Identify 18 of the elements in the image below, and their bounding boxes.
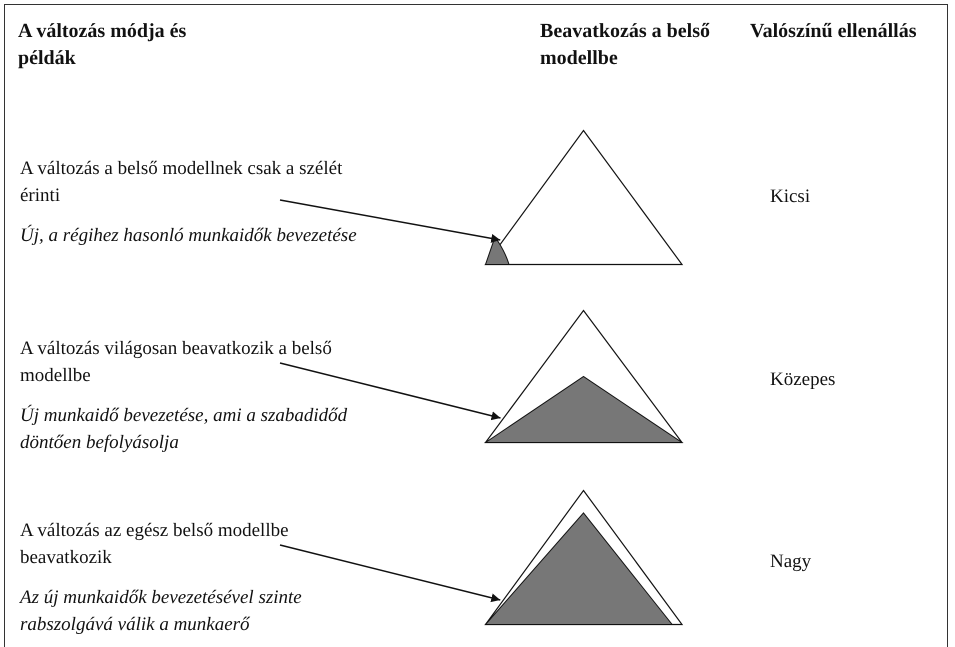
resistance-level: Kicsi [770, 185, 810, 209]
arrow [280, 362, 501, 420]
heading-text: A változás a belső modellnek csak a szélét érinti [20, 157, 344, 208]
heading-text: A változás világosan beavatkozik a belső modellbe [20, 337, 333, 388]
resistance-level: Nagy [770, 550, 812, 574]
resistance-level: Közepes [770, 368, 836, 392]
triangle-drawing [485, 310, 682, 443]
example-text: Új munkaidő bevezetése, ami a szabadidőd döntően befolyásolja [20, 404, 348, 455]
example-text: Az új munkaidők bevezetésével szinte rabszolgává válik a munkaerő [20, 586, 303, 637]
column-header: Valószínű ellenállás [750, 19, 918, 44]
triangle-drawing [485, 130, 682, 265]
arrow [280, 199, 500, 243]
column-header: Beavatkozás a belső modellbe [540, 19, 711, 71]
column-header: A változás módja és példák [18, 19, 188, 71]
heading-text: A változás az egész belső modellbe beavatkozik [20, 519, 290, 570]
triangle-drawing [485, 490, 682, 625]
example-text: Új, a régihez hasonló munkaidők bevezetése [20, 224, 358, 248]
arrow [280, 544, 500, 602]
